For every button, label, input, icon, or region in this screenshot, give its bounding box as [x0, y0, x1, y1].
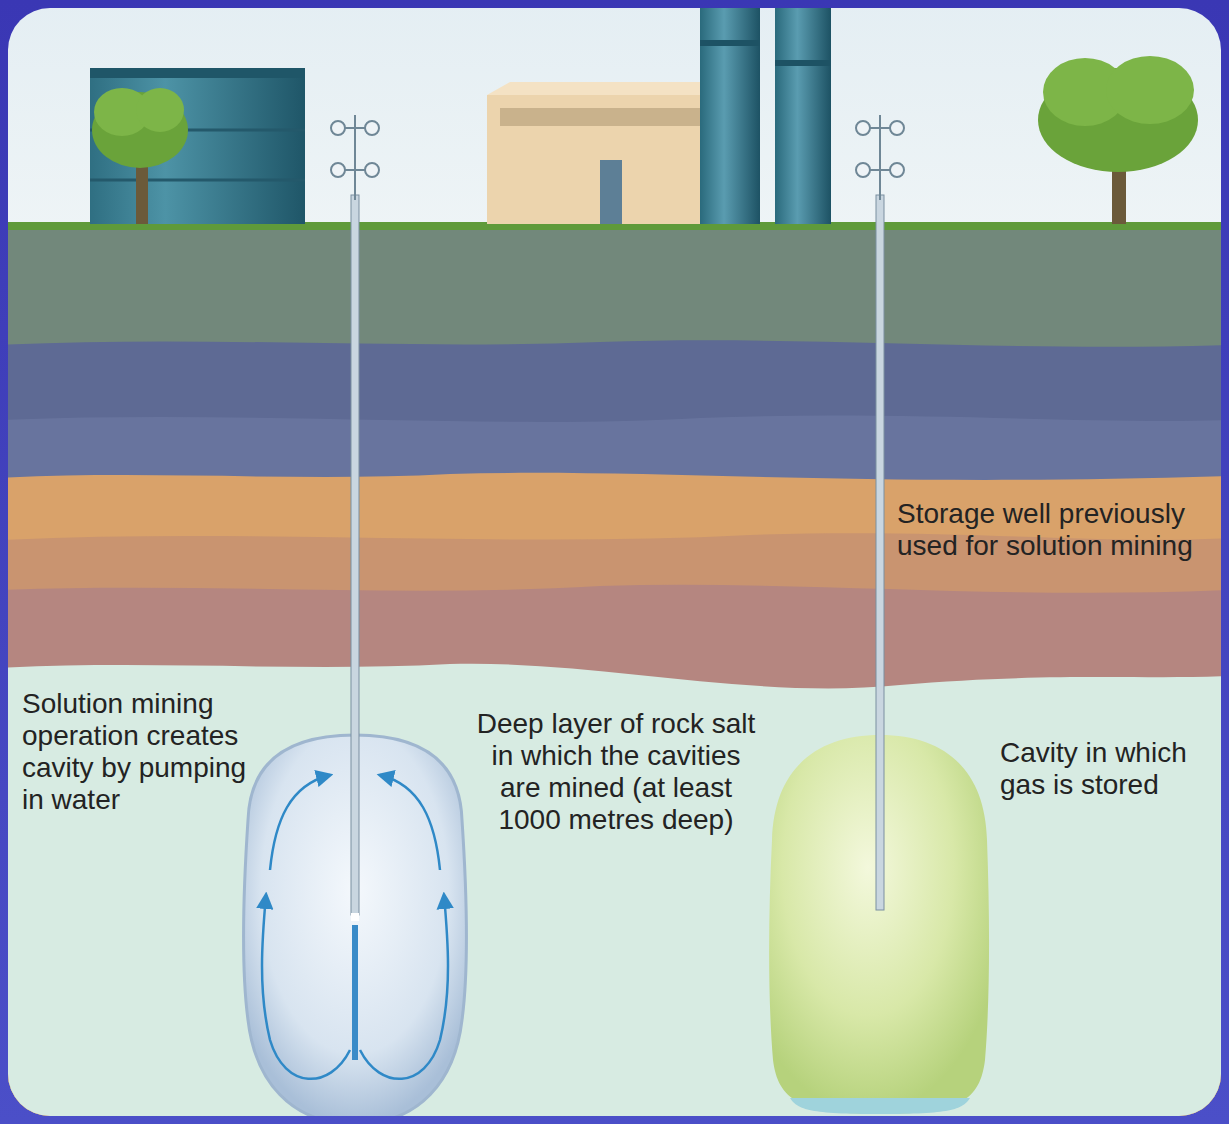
salt-layer-note: Deep layer of rock salt in which the cav… — [468, 708, 764, 836]
cavity-note: Cavity in which gas is stored — [1000, 737, 1215, 801]
cavity-note: Solution mining operation creates cavity… — [22, 688, 247, 816]
well-note: Storage well previously used for solutio… — [897, 498, 1215, 562]
